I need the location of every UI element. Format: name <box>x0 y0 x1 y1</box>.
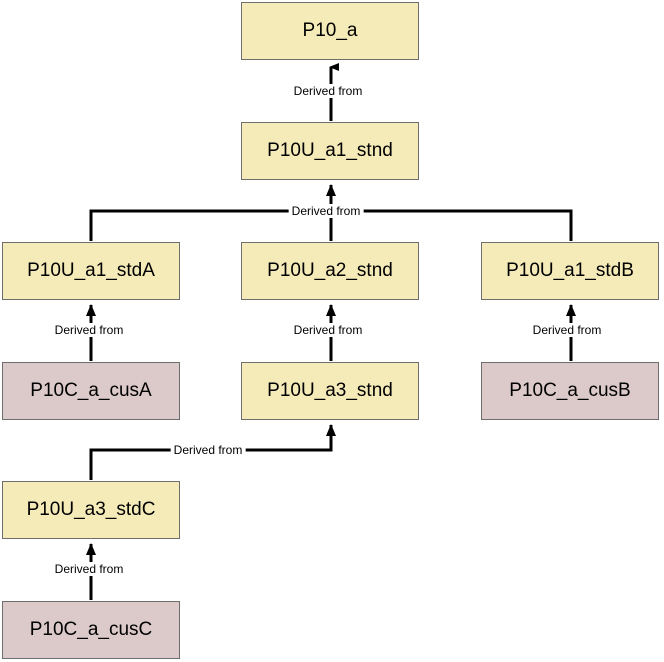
node-p10c-a-cusc: P10C_a_cusC <box>2 601 180 659</box>
edge-label: Derived from <box>170 443 246 457</box>
arrowhead <box>326 184 336 196</box>
node-p10-a: P10_a <box>241 2 419 60</box>
arrowhead <box>326 424 336 436</box>
edge-label: Derived from <box>529 323 605 337</box>
node-p10u-a3-stnd: P10U_a3_stnd <box>241 362 419 420</box>
arrowhead <box>566 304 576 316</box>
node-p10c-a-cusa: P10C_a_cusA <box>2 362 180 420</box>
edge-label: Derived from <box>288 204 364 218</box>
node-p10u-a1-stda: P10U_a1_stdA <box>2 242 180 300</box>
edge-label: Derived from <box>51 323 127 337</box>
edge-label: Derived from <box>51 562 127 576</box>
node-p10u-a1-stnd: P10U_a1_stnd <box>241 122 419 180</box>
edge-a1stdb-to-a1stnd <box>331 209 573 241</box>
arrowhead <box>86 543 96 555</box>
edge-a1stda-to-a1stnd <box>89 209 331 241</box>
arrowhead <box>86 304 96 316</box>
node-p10c-a-cusb: P10C_a_cusB <box>481 362 659 420</box>
arrowhead <box>326 304 336 316</box>
node-p10u-a3-stdc: P10U_a3_stdC <box>2 481 180 539</box>
edge-label: Derived from <box>290 323 366 337</box>
node-p10u-a2-stnd: P10U_a2_stnd <box>241 242 419 300</box>
node-p10u-a1-stdb: P10U_a1_stdB <box>481 242 659 300</box>
edge-label: Derived from <box>290 84 366 98</box>
